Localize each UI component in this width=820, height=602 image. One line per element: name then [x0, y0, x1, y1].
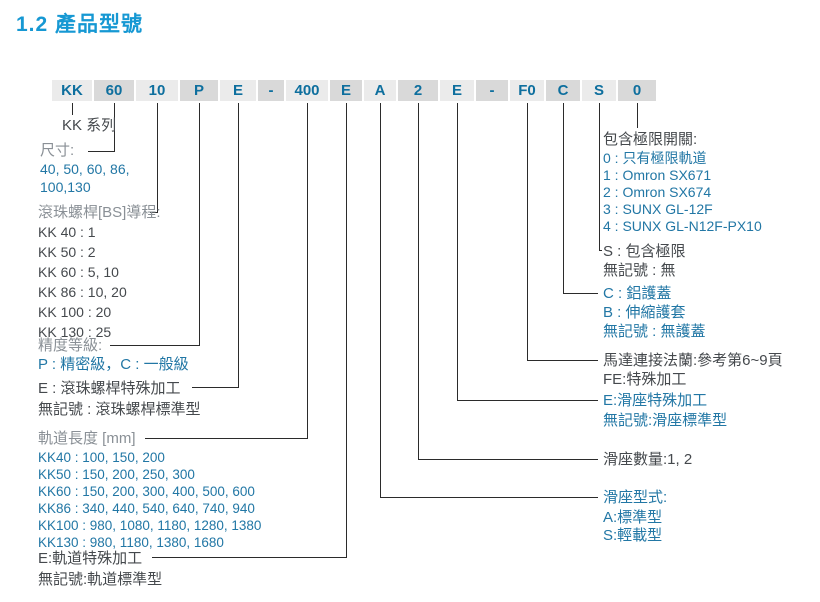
rail-length-label: 軌道長度 [mm]: [38, 430, 136, 447]
page-title: 1.2 產品型號: [16, 13, 144, 36]
connector-line: [150, 212, 158, 213]
rail-length-row: KK50 : 150, 200, 250, 300: [38, 467, 195, 482]
limit-included-line: S : 包含極限: [603, 243, 686, 260]
lead-row: KK 60 : 5, 10: [38, 264, 119, 280]
connector-line: [110, 345, 200, 346]
rail-length-row: KK40 : 100, 150, 200: [38, 450, 165, 465]
slider-type-option: S:輕載型: [603, 527, 663, 544]
model-segment: 10: [136, 80, 178, 101]
model-segment: E: [440, 80, 474, 101]
series-label: KK 系列: [62, 117, 117, 134]
model-segment: KK: [52, 80, 92, 101]
model-segment: 0: [618, 80, 656, 101]
rail-length-row: KK100 : 980, 1080, 1180, 1280, 1380: [38, 518, 262, 533]
limit-switch-option: 3 : SUNX GL-12F: [603, 201, 713, 217]
lead-row: KK 40 : 1: [38, 224, 96, 240]
model-segment: 400: [286, 80, 328, 101]
connector-line: [637, 103, 638, 128]
connector-line: [380, 497, 598, 498]
lead-row: KK 100 : 20: [38, 304, 112, 320]
model-segment: P: [180, 80, 218, 101]
accuracy-value: P : 精密級，C : 一般級: [38, 356, 189, 373]
accuracy-label: 精度等級:: [38, 337, 103, 354]
connector-line: [599, 103, 600, 251]
model-segment: 2: [398, 80, 438, 101]
limit-switch-label: 包含極限開關:: [603, 131, 698, 148]
connector-line: [563, 293, 598, 294]
slider-special-line: E:滑座特殊加工: [603, 392, 708, 409]
rail-special-line: E:軌道特殊加工: [38, 550, 143, 567]
model-segment: -: [258, 80, 284, 101]
connector-line: [527, 360, 598, 361]
bs-special-line: 無記號 : 滾珠螺桿標準型: [38, 401, 201, 418]
cover-option: 無記號 : 無護蓋: [603, 323, 706, 340]
model-segment: C: [546, 80, 580, 101]
connector-line: [418, 459, 598, 460]
model-segment: A: [364, 80, 396, 101]
cover-option: C : 鋁護蓋: [603, 285, 672, 302]
model-segment: S: [582, 80, 616, 101]
model-segment: 60: [94, 80, 134, 101]
connector-line: [599, 250, 602, 251]
connector-line: [346, 103, 347, 558]
connector-line: [418, 103, 419, 460]
connector-line: [380, 103, 381, 498]
connector-line: [527, 103, 528, 361]
limit-switch-option: 4 : SUNX GL-N12F-PX10: [603, 218, 762, 234]
connector-line: [88, 151, 115, 152]
lead-label: 滾珠螺桿[BS]導程:: [38, 204, 161, 221]
connector-line: [457, 103, 458, 401]
size-values: 40, 50, 60, 86,: [40, 161, 130, 177]
limit-included-line: 無記號 : 無: [603, 262, 676, 279]
connector-line: [563, 103, 564, 294]
connector-line: [307, 103, 308, 439]
model-segment: -: [476, 80, 508, 101]
slider-type-option: A:標準型: [603, 509, 663, 526]
connector-line: [72, 103, 73, 115]
rail-special-line: 無記號:軌道標準型: [38, 571, 163, 588]
flange-line: FE:特殊加工: [603, 371, 687, 388]
limit-switch-option: 0 : 只有極限軌道: [603, 150, 707, 166]
model-segment: F0: [510, 80, 544, 101]
slider-special-line: 無記號:滑座標準型: [603, 412, 728, 429]
limit-switch-option: 1 : Omron SX671: [603, 167, 712, 183]
bs-special-line: E : 滾珠螺桿特殊加工: [38, 380, 181, 397]
connector-line: [192, 387, 239, 388]
size-label: 尺寸:: [40, 142, 75, 159]
limit-switch-option: 2 : Omron SX674: [603, 184, 712, 200]
connector-line: [457, 400, 598, 401]
slider-type-label: 滑座型式:: [603, 489, 668, 506]
rail-length-row: KK86 : 340, 440, 540, 640, 740, 940: [38, 501, 255, 516]
model-segment: E: [330, 80, 362, 101]
slider-count-label: 滑座數量:1, 2: [603, 451, 693, 468]
flange-line: 馬達連接法蘭:參考第6~9頁: [603, 352, 783, 369]
rail-length-row: KK130 : 980, 1180, 1380, 1680: [38, 535, 224, 550]
connector-line: [114, 103, 115, 152]
size-values: 100,130: [40, 179, 91, 195]
connector-line: [199, 103, 200, 346]
connector-line: [145, 438, 308, 439]
model-segment: E: [220, 80, 256, 101]
connector-line: [238, 103, 239, 388]
rail-length-row: KK60 : 150, 200, 300, 400, 500, 600: [38, 484, 255, 499]
lead-row: KK 50 : 2: [38, 244, 96, 260]
cover-option: B : 伸縮護套: [603, 304, 686, 321]
connector-line: [157, 103, 158, 213]
lead-row: KK 86 : 10, 20: [38, 284, 127, 300]
connector-line: [152, 557, 347, 558]
lead-row: KK 130 : 25: [38, 324, 112, 340]
